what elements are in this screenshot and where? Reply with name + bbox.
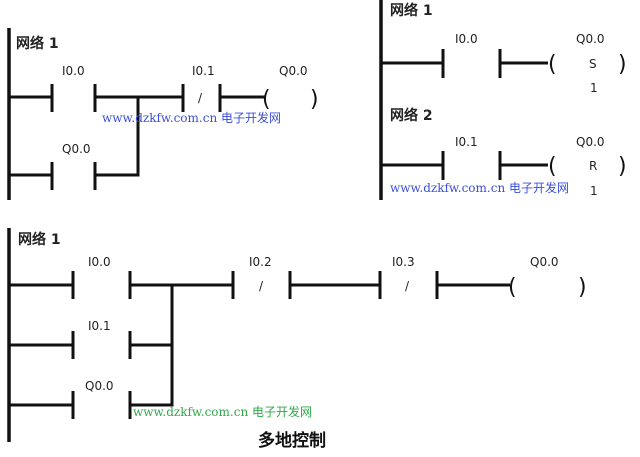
contact-label: I0.3 (392, 255, 415, 269)
coil-close-paren: ) (618, 154, 627, 179)
diagram-c-multi-location: 网络 1 I0.0 I0.1 Q0.0 / I0.2 / I0.3 ( ) Q0… (7, 228, 587, 451)
contact-label: I0.1 (88, 319, 111, 333)
coil-count: 1 (590, 184, 598, 198)
coil-label: Q0.0 (576, 135, 605, 149)
nc-slash: / (198, 91, 203, 105)
contact-label: Q0.0 (85, 379, 114, 393)
coil-count: 1 (590, 81, 598, 95)
caption: 多地控制 (258, 430, 326, 451)
watermark: www.dzkfw.com.cn 电子开发网 (133, 404, 312, 419)
contact-nc-i03 (378, 271, 510, 299)
coil-type: S (589, 57, 597, 71)
contact-label: I0.0 (62, 64, 85, 78)
contact-label: I0.0 (455, 32, 478, 46)
contact-nc-i01 (181, 84, 265, 112)
coil-label: Q0.0 (279, 64, 308, 78)
coil-open-paren: ( (548, 52, 557, 77)
contact-no-i00 (9, 271, 233, 299)
coil-close-paren: ) (618, 52, 627, 77)
coil-label: Q0.0 (530, 255, 559, 269)
contact-no-i01 (381, 151, 548, 180)
coil-type: R (589, 159, 597, 173)
contact-nc-i02 (231, 271, 380, 299)
watermark: www.dzkfw.com.cn 电子开发网 (102, 110, 281, 125)
contact-no-q00-seal (9, 285, 174, 419)
coil-close-paren: ) (310, 87, 319, 112)
contact-label: I0.1 (455, 135, 478, 149)
watermark: www.dzkfw.com.cn 电子开发网 (390, 180, 569, 195)
network-header: 网络 1 (390, 2, 433, 19)
contact-label: I0.1 (192, 64, 215, 78)
network-header: 网络 1 (18, 231, 61, 248)
diagram-b-set-reset: 网络 1 I0.0 ( ) S 1 Q0.0 网络 2 I0.1 ( ) R 1… (379, 0, 627, 200)
contact-label: I0.0 (88, 255, 111, 269)
contact-no-i00 (9, 84, 183, 112)
contact-no-i01 (9, 331, 172, 359)
coil-label: Q0.0 (576, 32, 605, 46)
contact-label: Q0.0 (62, 142, 91, 156)
nc-slash: / (405, 279, 410, 293)
coil-open-paren: ( (548, 154, 557, 179)
coil-close-paren: ) (578, 275, 587, 300)
nc-slash: / (259, 279, 264, 293)
contact-no-q00-seal (9, 97, 140, 190)
diagram-a-start-stop: 网络 1 I0.0 / I0.1 ( ) Q0.0 Q0.0 www.dzkfw… (7, 28, 319, 200)
network-header: 网络 1 (16, 35, 59, 52)
coil-open-paren: ( (262, 87, 271, 112)
coil-open-paren: ( (508, 275, 517, 300)
contact-no-i00 (381, 49, 548, 78)
network-header: 网络 2 (390, 107, 433, 124)
contact-label: I0.2 (249, 255, 272, 269)
